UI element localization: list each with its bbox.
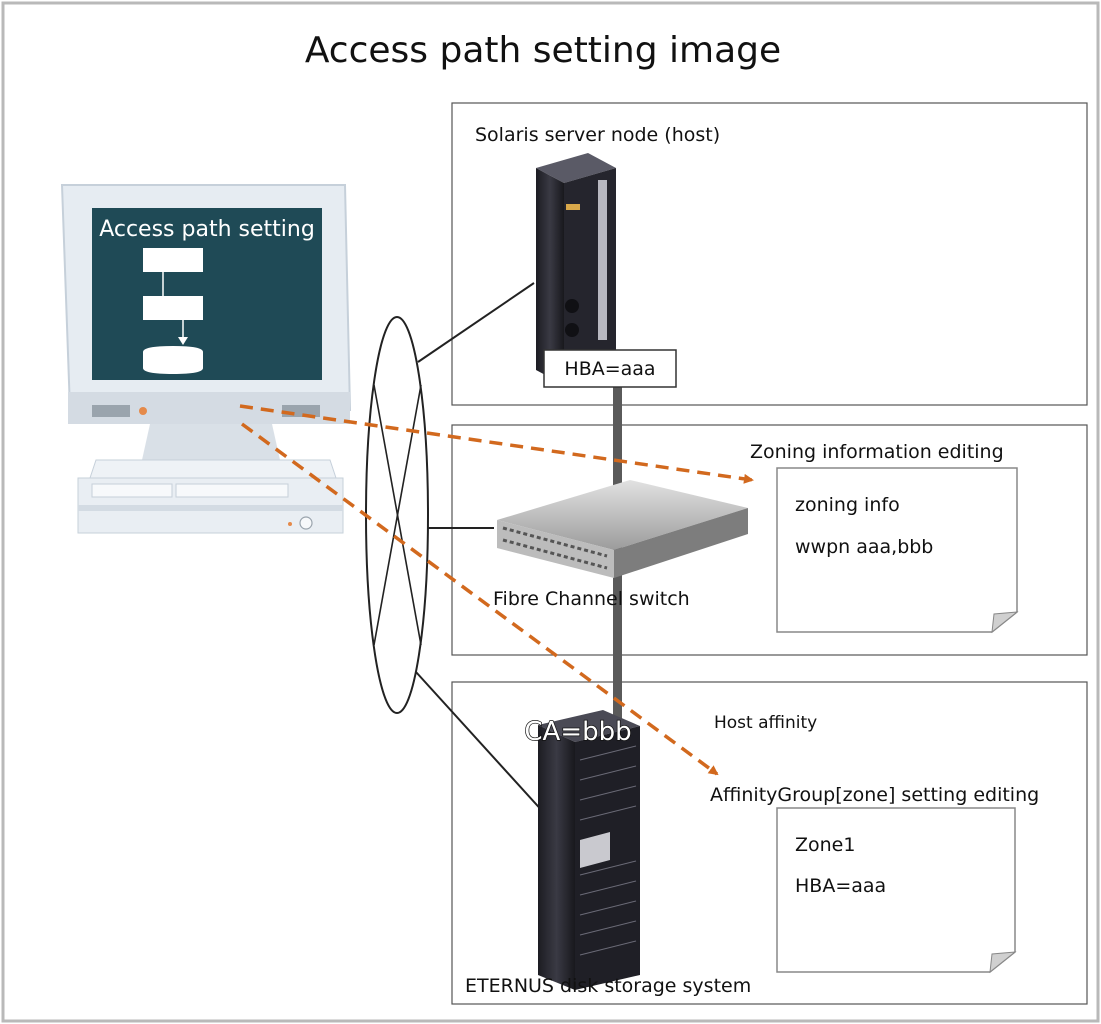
screen-label: Access path setting [99, 217, 315, 242]
arrow-to-affinity [240, 422, 719, 776]
switch-label: Fibre Channel switch [493, 588, 690, 610]
hba-label-box [543, 349, 677, 388]
storage-label: ETERNUS disk storage system [465, 975, 751, 997]
admin-computer: Access path setting [60, 184, 352, 534]
fc-switch [497, 480, 748, 578]
diagram-title: Access path setting image [305, 30, 781, 71]
server-label: Solaris server node (host) [475, 124, 720, 146]
fabric-line-server [417, 282, 535, 363]
zoning-line-1: zoning info [795, 494, 900, 516]
affinity-caption: Host affinity [714, 713, 817, 733]
storage-rack [538, 710, 640, 990]
server-hba-label: HBA=aaa [564, 358, 655, 380]
affinity-title: AffinityGroup[zone] setting editing [710, 784, 1039, 806]
affinity-line-1: Zone1 [795, 834, 855, 856]
zoning-line-2: wwpn aaa,bbb [795, 536, 933, 558]
fabric-ellipse [365, 316, 429, 714]
storage-ca-label: CA=bbb [524, 717, 631, 747]
fabric-line-storage [415, 671, 556, 826]
zoning-title: Zoning information editing [750, 441, 1004, 463]
affinity-line-2: HBA=aaa [795, 875, 886, 897]
monitor-screen [92, 208, 322, 380]
server-tower [536, 153, 616, 385]
arrow-to-zoning [239, 404, 754, 484]
